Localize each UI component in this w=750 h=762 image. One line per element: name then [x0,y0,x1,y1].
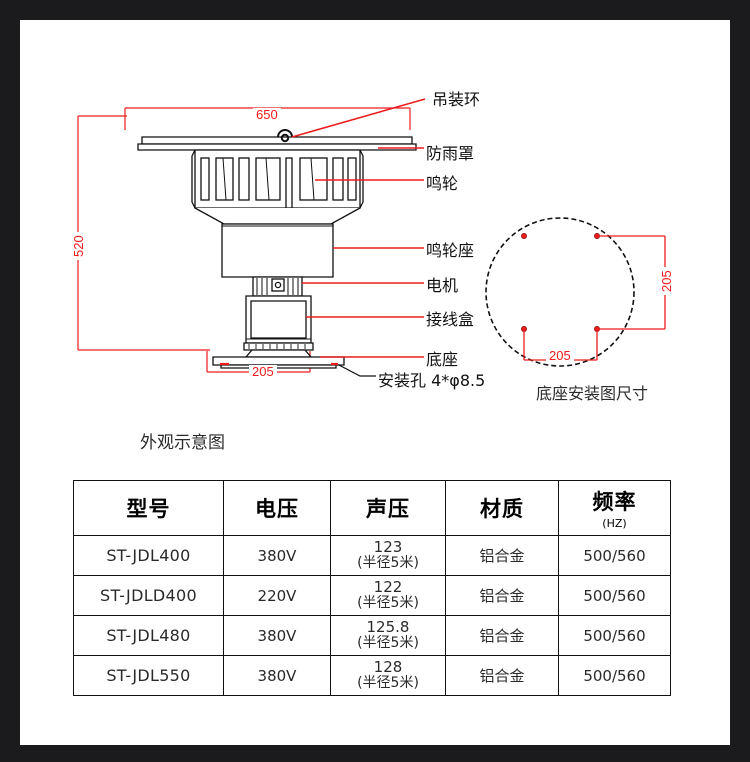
base-ribs-shape [243,342,314,351]
dimension-lines [77,107,411,373]
column-header-material: 材质 [445,480,559,536]
leader-mounting-hole [336,363,376,377]
rain-cover-shape [137,136,417,151]
dimension-205-base: 205 [249,365,277,378]
column-header-spl: 声压 [330,480,446,536]
cell-frequency: 500/560 [558,535,671,576]
cell-material: 铝合金 [445,655,559,696]
column-header-frequency-label: 频率 [592,490,637,514]
table-row: ST-JDLD400 220V 122 (半径5米) 铝合金 500/560 [73,575,671,616]
dimension-205-vertical: 205 [659,267,674,295]
appearance-elevation-drawing [77,98,426,377]
cell-model: ST-JDL480 [73,615,224,656]
callout-leader-lines [291,98,426,358]
cell-spl-note: (半径5米) [357,555,419,571]
column-header-material-label: 材质 [480,497,524,521]
cell-material: 铝合金 [445,575,559,616]
cell-spl: 128 (半径5米) [330,655,446,696]
horn-taper-shape [194,207,361,225]
cell-frequency: 500/560 [558,655,671,696]
column-header-spl-label: 声压 [366,497,410,521]
horn-base-shape [221,223,334,278]
table-row: ST-JDL550 380V 128 (半径5米) 铝合金 500/560 [73,655,671,696]
dim-520-bracket [77,115,210,351]
cell-spl-note: (半径5米) [357,635,419,651]
dimension-205-horizontal: 205 [546,349,574,362]
column-header-voltage-label: 电压 [255,497,299,521]
cell-model: ST-JDL550 [73,655,224,696]
column-header-model: 型号 [73,480,224,536]
cell-frequency: 500/560 [558,575,671,616]
horn-shape [191,149,364,209]
callout-rain-cover: 防雨罩 [426,144,475,163]
cell-material: 铝合金 [445,615,559,656]
specification-table: 型号 电压 声压 材质 频率 (HZ) ST-JDL400 [73,480,671,696]
base-plate-shape [212,349,345,369]
callout-motor: 电机 [426,276,459,295]
callout-horn: 鸣轮 [426,174,459,193]
callout-mounting-hole: 安装孔 4*φ8.5 [378,371,486,390]
junction-box-shape [245,295,312,344]
table-header-row: 型号 电压 声压 材质 频率 (HZ) [73,480,671,536]
callout-junction-box: 接线盒 [426,310,475,329]
cell-spl-note: (半径5米) [357,595,419,611]
callout-base: 底座 [426,350,459,369]
appearance-diagram-caption: 外观示意图 [140,433,225,453]
callout-lifting-ring: 吊装环 [432,90,481,109]
cell-spl-value: 122 [373,578,403,596]
cell-spl-value: 123 [373,538,403,556]
column-header-voltage: 电压 [223,480,331,536]
callout-horn-base: 鸣轮座 [426,241,475,260]
callout-leader-lines-black [336,363,376,377]
product-outline [137,129,417,369]
column-header-model-label: 型号 [126,497,171,521]
motor-shape [252,276,303,297]
cell-spl-value: 128 [373,658,403,676]
table-row: ST-JDL400 380V 123 (半径5米) 铝合金 500/560 [73,535,671,576]
cell-spl-value: 125.8 [366,618,410,636]
leader-lifting-ring [291,98,426,138]
cell-spl: 125.8 (半径5米) [330,615,446,656]
cell-voltage: 380V [223,535,331,576]
cell-voltage: 220V [223,575,331,616]
cell-model: ST-JDLD400 [73,575,224,616]
page-canvas: 吊装环 防雨罩 鸣轮 鸣轮座 电机 接线盒 底座 安装孔 4*φ8.5 650 … [20,20,730,745]
cell-frequency: 500/560 [558,615,671,656]
dimension-650: 650 [253,108,281,121]
dimension-520: 520 [71,232,86,260]
base-diagram-caption: 底座安装图尺寸 [536,384,649,403]
lifting-ring-shape [277,129,293,143]
cell-spl: 122 (半径5米) [330,575,446,616]
column-header-frequency-unit: (HZ) [602,517,627,530]
cell-material: 铝合金 [445,535,559,576]
cell-model: ST-JDL400 [73,535,224,576]
cell-voltage: 380V [223,615,331,656]
column-header-frequency: 频率 (HZ) [558,480,671,536]
cell-voltage: 380V [223,655,331,696]
table-row: ST-JDL480 380V 125.8 (半径5米) 铝合金 500/560 [73,615,671,656]
cell-spl-note: (半径5米) [357,675,419,691]
cell-spl: 123 (半径5米) [330,535,446,576]
